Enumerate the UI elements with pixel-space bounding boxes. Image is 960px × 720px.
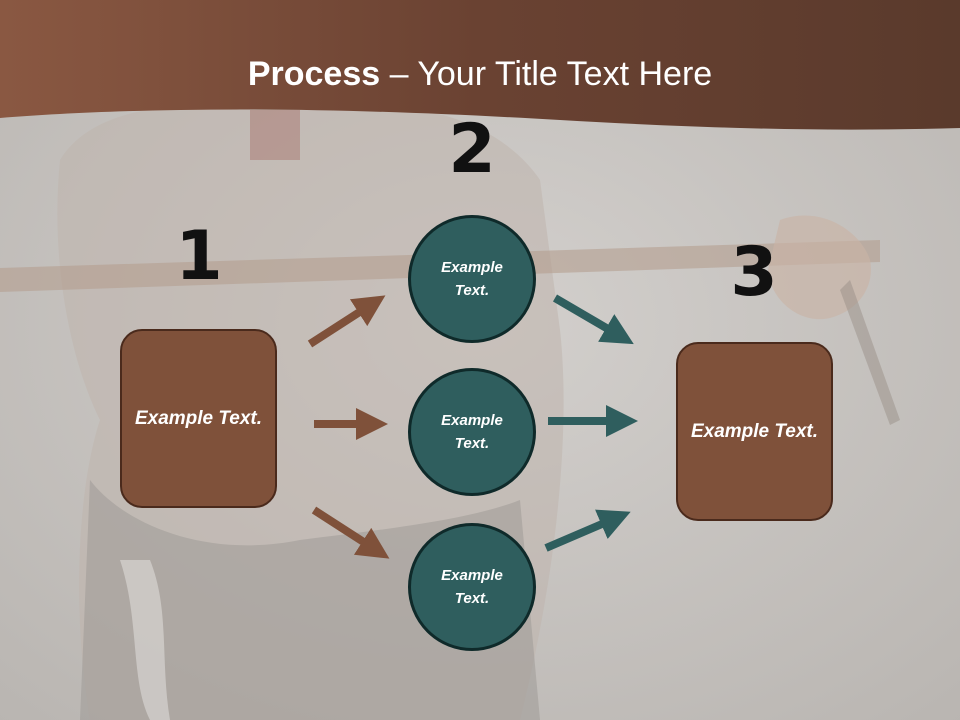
circle-top-text: Example Text.	[441, 259, 503, 299]
title-rest: – Your Title Text Here	[380, 55, 713, 93]
step-2-circle-top[interactable]: Example Text.	[408, 215, 536, 343]
step-2-circle-bottom[interactable]: Example Text.	[408, 523, 536, 651]
step-1-box[interactable]: Example Text.	[120, 329, 277, 508]
step-2-circle-middle[interactable]: Example Text.	[408, 368, 536, 496]
step-number-1: 1	[175, 217, 223, 296]
title-banner	[0, 0, 960, 130]
slide-title: Process – Your Title Text Here	[0, 52, 960, 96]
step-3-text: Example Text.	[690, 421, 819, 442]
circle-middle-text: Example Text.	[441, 412, 503, 452]
step-number-2: 2	[448, 110, 496, 189]
step-3-box[interactable]: Example Text.	[676, 342, 833, 521]
title-bold: Process	[247, 55, 381, 93]
step-number-3: 3	[730, 233, 778, 312]
step-1-text: Example Text.	[134, 408, 263, 429]
circle-bottom-text: Example Text.	[441, 567, 503, 607]
